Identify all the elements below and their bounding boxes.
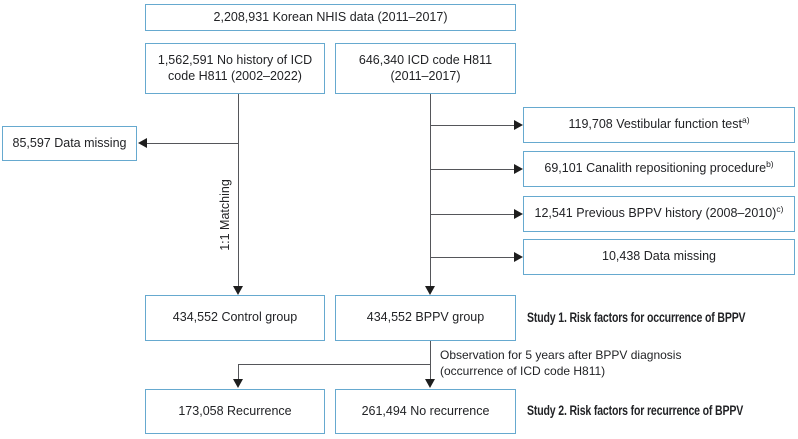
connector-data-missing-left [147, 143, 238, 144]
connector-exclusion-3 [431, 214, 514, 215]
arrowhead-down-icon [233, 286, 243, 295]
arrowhead-right-icon [514, 120, 523, 130]
exclusion-label: 69,101 Canalith repositioning procedureb… [544, 159, 774, 176]
connector-exclusion-1 [431, 125, 514, 126]
arrowhead-right-icon [514, 252, 523, 262]
connector-right-vertical [430, 94, 431, 287]
connector-left-vertical [238, 94, 239, 287]
arrowhead-down-icon [233, 379, 243, 388]
no-history-box: 1,562,591 No history of ICD code H811 (2… [145, 43, 325, 94]
exclusion-label: 12,541 Previous BPPV history (2008–2010)… [534, 204, 784, 221]
exclusion-label: 10,438 Data missing [602, 249, 716, 264]
no-history-label: 1,562,591 No history of ICD code H811 (2… [157, 52, 313, 83]
matching-label: 1:1 Matching [218, 179, 232, 251]
connector-exclusion-4 [431, 257, 514, 258]
icd-code-label: 646,340 ICD code H811 (2011–2017) [358, 52, 493, 83]
footnote-marker-a: a) [741, 115, 750, 126]
no-recurrence-label: 261,494 No recurrence [361, 403, 490, 418]
connector-recurrence-down [238, 364, 239, 380]
nhis-data-box: 2,208,931 Korean NHIS data (2011–2017) [145, 4, 516, 31]
exclusion-box-canalith-repositioning: 69,101 Canalith repositioning procedureb… [523, 151, 795, 187]
bppv-group-box: 434,552 BPPV group [335, 295, 516, 341]
connector-bppv-down [430, 341, 431, 380]
no-recurrence-box: 261,494 No recurrence [335, 389, 516, 434]
nhis-data-label: 2,208,931 Korean NHIS data (2011–2017) [213, 9, 448, 24]
observation-note-line2: (occurrence of ICD code H811) [440, 363, 606, 378]
connector-exclusion-2 [431, 169, 514, 170]
exclusion-label: 119,708 Vestibular function testa) [568, 115, 750, 132]
arrowhead-down-icon [425, 379, 435, 388]
icd-code-box: 646,340 ICD code H811 (2011–2017) [335, 43, 516, 94]
arrowhead-left-icon [138, 138, 147, 148]
study1-label: Study 1. Risk factors for occurrence of … [527, 310, 746, 325]
exclusion-box-vestibular-test: 119,708 Vestibular function testa) [523, 107, 795, 143]
arrowhead-right-icon [514, 164, 523, 174]
observation-note: Observation for 5 years after BPPV diagn… [440, 348, 681, 379]
bppv-group-label: 434,552 BPPV group [366, 310, 485, 325]
connector-recurrence-horizontal [238, 364, 431, 365]
control-group-label: 434,552 Control group [172, 310, 298, 325]
control-group-box: 434,552 Control group [145, 295, 325, 341]
recurrence-box: 173,058 Recurrence [145, 389, 325, 434]
arrowhead-down-icon [425, 286, 435, 295]
footnote-marker-b: b) [766, 159, 774, 170]
study2-label: Study 2. Risk factors for recurrence of … [527, 403, 744, 418]
observation-note-line1: Observation for 5 years after BPPV diagn… [440, 348, 682, 362]
data-missing-left-box: 85,597 Data missing [2, 126, 137, 161]
exclusion-box-data-missing: 10,438 Data missing [523, 239, 795, 275]
arrowhead-right-icon [514, 209, 523, 219]
footnote-marker-c: c) [776, 204, 784, 215]
exclusion-box-previous-bppv-history: 12,541 Previous BPPV history (2008–2010)… [523, 196, 795, 232]
data-missing-left-label: 85,597 Data missing [12, 135, 127, 150]
recurrence-label: 173,058 Recurrence [178, 403, 292, 418]
